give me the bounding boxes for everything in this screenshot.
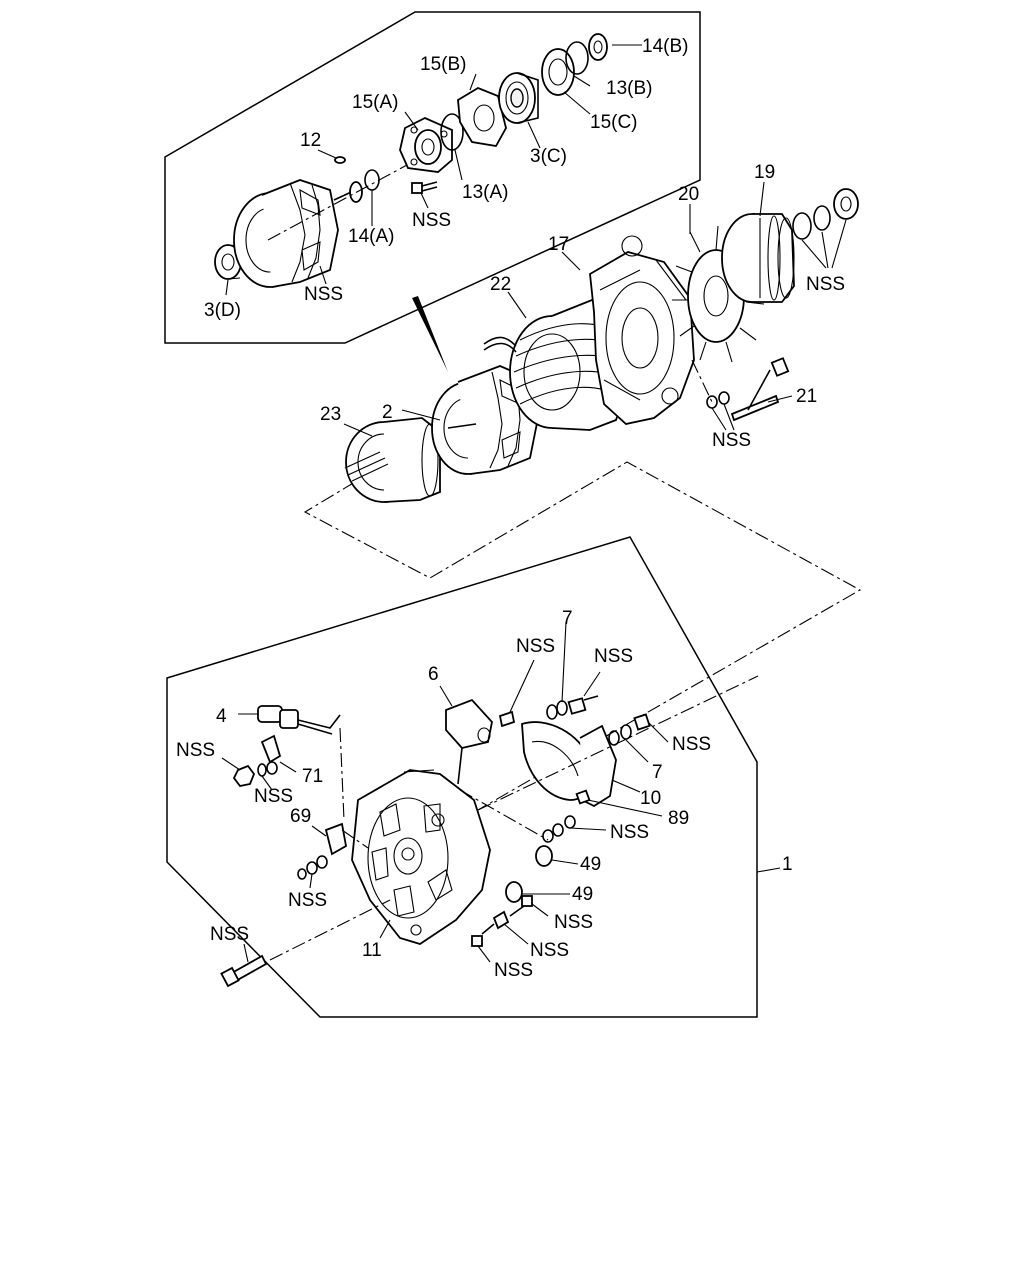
screws-lower-right — [471, 895, 549, 963]
screw-nss-inset — [411, 181, 438, 194]
label-10: 10 — [640, 788, 661, 809]
label-89: 89 — [668, 808, 689, 829]
label-nss-b5: NSS — [254, 786, 293, 807]
part-11-rear-bracket — [351, 769, 491, 945]
label-15c: 15(C) — [590, 112, 638, 133]
part-19-pulley — [721, 213, 795, 303]
snap-ring-14a — [364, 169, 380, 191]
callout-labels: 14(B) 15(B) 13(B) 15(A) 15(C) 12 3(C) 13… — [176, 36, 845, 981]
part-4-connector — [238, 705, 341, 735]
rear-assembly-frame — [166, 536, 758, 1018]
label-49-upper: 49 — [580, 854, 601, 875]
label-14a: 14(A) — [348, 226, 394, 247]
label-nss-inset-rotor: NSS — [304, 284, 343, 305]
label-21: 21 — [796, 386, 817, 407]
plate-15b — [457, 86, 507, 147]
label-nss-right: NSS — [806, 274, 845, 295]
label-nss-b6: NSS — [610, 822, 649, 843]
ring-14b — [588, 33, 608, 61]
label-15a: 15(A) — [352, 92, 398, 113]
retainer-plate-15a — [399, 117, 453, 173]
screw-nss-6 — [498, 659, 535, 728]
part-10-rear-cover — [521, 721, 641, 808]
rotor-detail-frame — [164, 11, 701, 344]
label-23: 23 — [320, 404, 341, 425]
bottom-axis-lines — [339, 675, 781, 873]
label-nss-mid: NSS — [712, 430, 751, 451]
washer-screw-7-lower — [608, 713, 669, 763]
part-17-front-bracket — [589, 235, 695, 425]
label-71: 71 — [302, 766, 323, 787]
nut-washer-set-right — [792, 188, 859, 269]
label-nss-b9: NSS — [210, 924, 249, 945]
rotor-inset — [233, 157, 421, 288]
label-nss-b1: NSS — [516, 636, 555, 657]
label-14b: 14(B) — [642, 36, 688, 57]
cover-15c — [541, 48, 575, 96]
label-nss-b8: NSS — [554, 912, 593, 933]
middle-guide-line — [303, 461, 862, 811]
bolt-nss-bottom-left — [220, 899, 391, 988]
washer-13a — [440, 113, 464, 151]
nut-nss-left — [221, 757, 273, 791]
middle-leaders — [343, 181, 765, 437]
inset-pointer-arrow — [412, 296, 448, 372]
label-69: 69 — [290, 806, 311, 827]
label-4: 4 — [216, 706, 227, 727]
part-49-bushings — [505, 845, 579, 903]
label-1: 1 — [782, 854, 793, 875]
washer-screw-7 — [546, 621, 601, 720]
label-2: 2 — [382, 402, 393, 423]
label-nss-b11: NSS — [494, 960, 533, 981]
bearing-3c — [498, 72, 539, 124]
label-12: 12 — [300, 130, 321, 151]
label-7-lower: 7 — [652, 762, 663, 783]
pin-12 — [334, 156, 346, 164]
label-6: 6 — [428, 664, 439, 685]
label-20: 20 — [678, 184, 699, 205]
label-3d: 3(D) — [204, 300, 241, 321]
part-21-through-bolt — [706, 357, 793, 431]
label-nss-b4: NSS — [176, 740, 215, 761]
part-6-regulator — [439, 685, 493, 785]
label-11: 11 — [362, 940, 382, 961]
label-nss-inset-screw: NSS — [412, 210, 451, 231]
label-7-top: 7 — [562, 608, 573, 629]
label-nss-b2: NSS — [594, 646, 633, 667]
ring-13b — [565, 41, 589, 75]
label-3c: 3(C) — [530, 146, 567, 167]
inset-leaders — [225, 44, 642, 296]
label-15b: 15(B) — [420, 54, 466, 75]
part-69-terminal — [297, 822, 347, 889]
label-13a: 13(A) — [462, 182, 508, 203]
part-23-rear-cover — [344, 417, 466, 503]
part-89-washers — [542, 789, 663, 843]
label-nss-b7: NSS — [288, 890, 327, 911]
part-71-clip — [260, 734, 297, 775]
label-49-lower: 49 — [572, 884, 593, 905]
label-nss-b3: NSS — [672, 734, 711, 755]
label-nss-b10: NSS — [530, 940, 569, 961]
label-19: 19 — [754, 162, 775, 183]
label-22: 22 — [490, 274, 511, 295]
label-17: 17 — [548, 234, 569, 255]
label-13b: 13(B) — [606, 78, 652, 99]
